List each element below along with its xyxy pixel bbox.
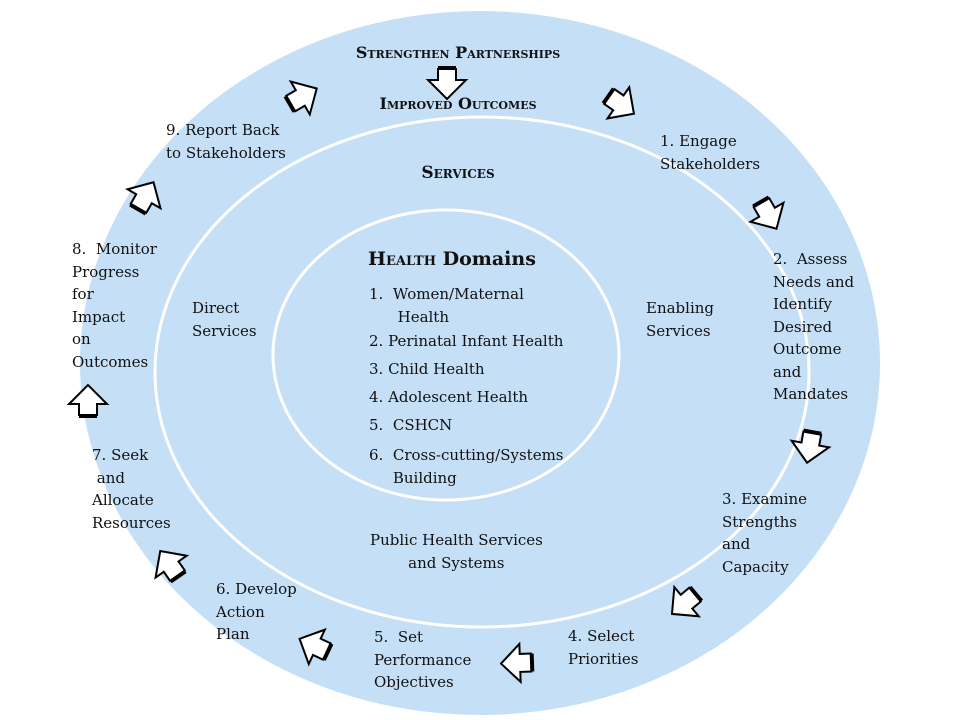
step-4-label: 4. Select Priorities [568,627,639,668]
domain-item: 2. Perinatal Infant Health [369,332,564,350]
direct-services-label: Direct Services [192,299,257,340]
flow-arrow-icon [499,641,535,685]
domain-item: 1. Women/Maternal Health [369,285,524,326]
strengthen-partnerships-label: Strengthen Partnerships [355,43,561,62]
domain-item: 4. Adolescent Health [369,388,529,406]
domain-item: 5. CSHCN [369,416,453,434]
public-health-services-label: Public Health Services and Systems [370,531,543,572]
step-3-label: 3. Examine Strengths and Capacity [722,490,807,576]
step-2-label: 2. Assess Needs and Identify Desired Out… [773,250,855,403]
enabling-services-label: Enabling Services [646,299,715,340]
flow-arrow-icon [747,195,786,230]
services-title: Services [421,163,495,183]
domain-item: 6. Cross-cutting/Systems Building [369,446,564,487]
step-1-label: 1. Engage Stakeholders [660,132,761,173]
flow-arrow-icon [298,627,334,667]
step-7-label: 7. Seek and Allocate Resources [92,446,171,532]
step-9-label: 9. Report Back to Stakeholders [166,121,286,162]
flow-arrow-icon [283,79,318,118]
step-5-label: 5. Set Performance Objectives [374,628,472,691]
flow-arrow-icon [425,66,469,101]
flow-arrow-icon [66,383,110,418]
improved-outcomes-label: Improved Outcomes [379,94,537,113]
flow-arrow-icon [124,181,163,216]
flow-arrow-icon [601,84,636,120]
flow-arrow-icon [789,428,832,465]
step-8-label: 8. Monitor Progress for Impact on Outcom… [72,240,157,371]
health-domains-ring [271,208,621,502]
step-6-label: 6. Develop Action Plan [216,580,297,643]
health-domains-title-first: Health [368,248,436,270]
flow-arrow-icon [154,549,190,584]
health-domains-title-rest: Domains [435,248,536,270]
domain-item: 3. Child Health [369,360,485,378]
flow-arrow-icon [670,584,704,618]
health-domains-title: Health Domains [368,248,536,271]
